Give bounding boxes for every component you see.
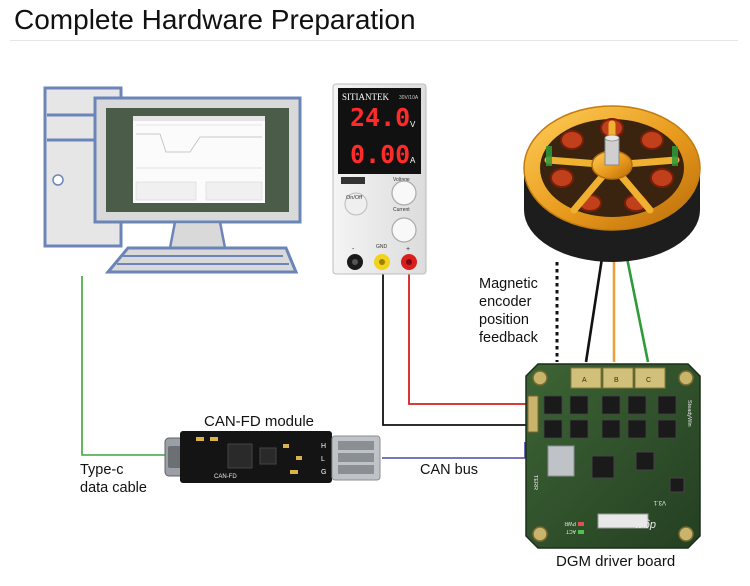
phase-b-label: B — [614, 377, 619, 384]
mosfets — [543, 395, 677, 439]
phase-c-wire — [625, 257, 650, 363]
can-pin-g: G — [321, 469, 326, 476]
phase-a-wire — [584, 257, 604, 363]
driver-can-connector — [547, 445, 575, 477]
page-title: Complete Hardware Preparation — [14, 4, 416, 35]
can-pin-h: H — [321, 443, 326, 450]
can-fd-module-label: CAN-FD module — [204, 413, 315, 430]
power-input-pads — [527, 395, 539, 433]
encoder-label-line-4: feedback — [479, 330, 538, 346]
psu-minus-label: - — [352, 246, 355, 253]
psu-plus-label: + — [406, 246, 410, 253]
psu-current-knob-label: Current — [393, 207, 410, 213]
can-fd-module: CAN-FD H L G — [164, 431, 381, 483]
phase-pads: A B C — [570, 367, 666, 389]
driver-silk-act: ACT — [566, 528, 576, 534]
dgm-driver-board: A B C dgm V3.1 SteadyWin TERR ACT PWR — [525, 363, 701, 549]
driver-silk-version: V3.1 — [653, 499, 666, 505]
title-divider — [10, 40, 738, 41]
driver-mcu — [591, 455, 615, 479]
computer — [43, 86, 302, 274]
power-supply: SITIANTEK 30V/10A 24.0 V 0.00 A On/Off V… — [332, 83, 427, 275]
psu-voltage-unit: V — [410, 120, 416, 129]
driver-silk-pwr: PWR — [564, 520, 576, 526]
psu-current-unit: A — [410, 156, 416, 165]
psu-brand: SITIANTEK — [342, 92, 389, 102]
encoder-label-line-3: position — [479, 312, 529, 328]
psu-current-knob — [391, 217, 417, 243]
power-negative-wire — [382, 272, 527, 426]
psu-voltage-knob-label: Voltage — [393, 177, 410, 183]
psu-onoff-switch — [344, 192, 368, 216]
can-pin-l: L — [321, 456, 325, 463]
encoder-label-line-1: Magnetic — [479, 276, 538, 292]
phase-c-label: C — [646, 377, 651, 384]
driver-silk-side: SteadyWin — [686, 400, 692, 427]
driver-silk-brand: dgm — [635, 519, 656, 531]
psu-display — [338, 88, 421, 174]
driver-debug-connector — [597, 513, 649, 529]
psu-model: 30V/10A — [399, 95, 419, 101]
wires — [81, 257, 650, 459]
encoder-label-line-2: encoder — [479, 294, 532, 310]
psu-current-readout: 0.00 — [350, 140, 410, 169]
psu-onoff-label: On/Off — [346, 195, 363, 201]
can-bus-label: CAN bus — [420, 462, 479, 478]
pc-monitor — [93, 96, 302, 256]
bldc-motor — [523, 105, 701, 262]
usb-cable-label-line-1: Type-c — [80, 462, 124, 478]
phase-a-label: A — [582, 377, 587, 384]
psu-voltage-knob — [391, 180, 417, 206]
driver-silk-termr: TERR — [532, 475, 538, 490]
can-bus-wire — [382, 442, 526, 459]
usb-data-cable-wire — [81, 276, 172, 456]
pc-keyboard — [104, 246, 299, 274]
can-fd-silk: CAN-FD — [214, 474, 237, 480]
dgm-driver-board-label: DGM driver board — [556, 553, 676, 570]
motor-shaft — [604, 137, 620, 166]
psu-voltage-readout: 24.0 — [350, 103, 410, 132]
power-positive-wire — [408, 272, 527, 405]
usb-cable-label-line-2: data cable — [80, 480, 147, 496]
psu-gnd-label: GND — [376, 244, 388, 250]
